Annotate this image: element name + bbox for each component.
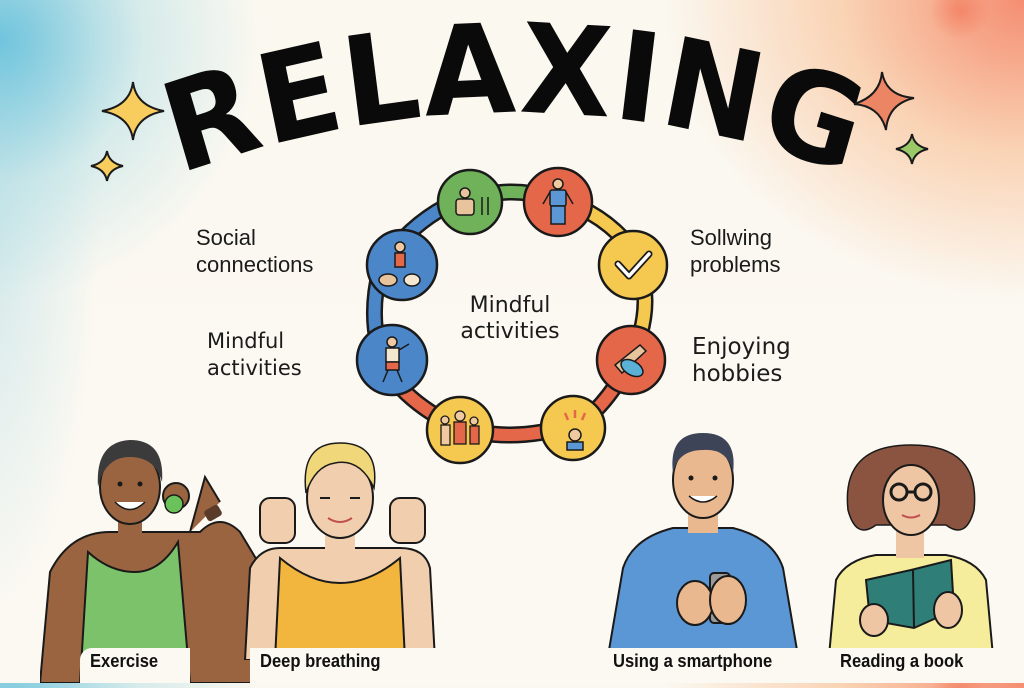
label-enjoying-hobbies: Enjoying hobbies: [692, 334, 791, 388]
label-line: problems: [690, 252, 781, 277]
wheel-node-hobby-tools: [595, 324, 667, 396]
label-mindful-activities-left: Mindful activities: [207, 328, 302, 382]
caption-using-smartphone: Using a smartphone: [613, 651, 773, 671]
hobby-tools-icon: [613, 343, 648, 378]
person-reading-book: [826, 440, 996, 657]
label-line: Enjoying: [692, 334, 791, 360]
label-social-connections: Social connections: [196, 224, 313, 278]
title-text: RELAXING: [147, 0, 880, 202]
wheel-node-checkmark: [597, 229, 669, 301]
wheel-center-label: Mindful activities: [440, 293, 580, 345]
label-solving-problems: Sollwing problems: [690, 224, 780, 278]
label-line: Mindful: [207, 329, 285, 353]
caption-bg: [250, 648, 440, 683]
reading-person-illustration: [827, 444, 995, 657]
exercise-person-illustration: [38, 440, 271, 684]
person-exercise: [38, 432, 271, 684]
wheel-node-people-gathering: [365, 228, 439, 302]
label-line: hobbies: [692, 361, 783, 387]
label-line: Mindful: [469, 293, 551, 318]
sparkle-green-icon: [895, 133, 929, 165]
caption-bg: [826, 648, 1006, 683]
smartphone-person-illustration: [606, 433, 800, 657]
wheel-node-person-with-bottles: [436, 168, 504, 236]
caption-bg: [603, 648, 803, 683]
caption-deep-breathing: Deep breathing: [260, 651, 381, 671]
idea-burst-person-icon: [563, 410, 587, 451]
activity-wheel: [355, 166, 669, 465]
person-with-bottles-icon: [455, 187, 489, 216]
sparkle-yellow-large-icon: [101, 81, 165, 141]
standing-person-icon: [542, 178, 574, 225]
label-line: Social: [196, 225, 256, 250]
title-graphic: RELAXING: [147, 0, 882, 202]
person-deep-breathing: [240, 438, 440, 661]
sparkle-orange-icon: [853, 71, 915, 131]
page-title: RELAXING: [0, 0, 1024, 202]
wheel-node-idea-burst: [539, 394, 607, 462]
family-group-icon: [440, 410, 480, 446]
sparkle-yellow-small-icon: [90, 150, 124, 182]
people-gathering-icon: [378, 241, 421, 287]
person-using-smartphone: [603, 428, 803, 657]
label-line: activities: [460, 319, 560, 344]
dancing-person-icon: [382, 336, 410, 383]
wheel-node-dancing-person: [355, 323, 429, 397]
svg-text:RELAXING: RELAXING: [147, 18, 882, 178]
caption-reading-book: Reading a book: [840, 651, 964, 671]
label-line: activities: [207, 356, 302, 380]
wheel-node-standing-person: [522, 166, 594, 238]
label-line: connections: [196, 252, 314, 277]
label-line: Sollwing: [690, 225, 772, 250]
caption-bg: [80, 648, 190, 683]
deep-breathing-person-illustration: [243, 442, 437, 661]
caption-exercise: Exercise: [90, 651, 159, 671]
wheel-node-family-group: [425, 395, 495, 465]
